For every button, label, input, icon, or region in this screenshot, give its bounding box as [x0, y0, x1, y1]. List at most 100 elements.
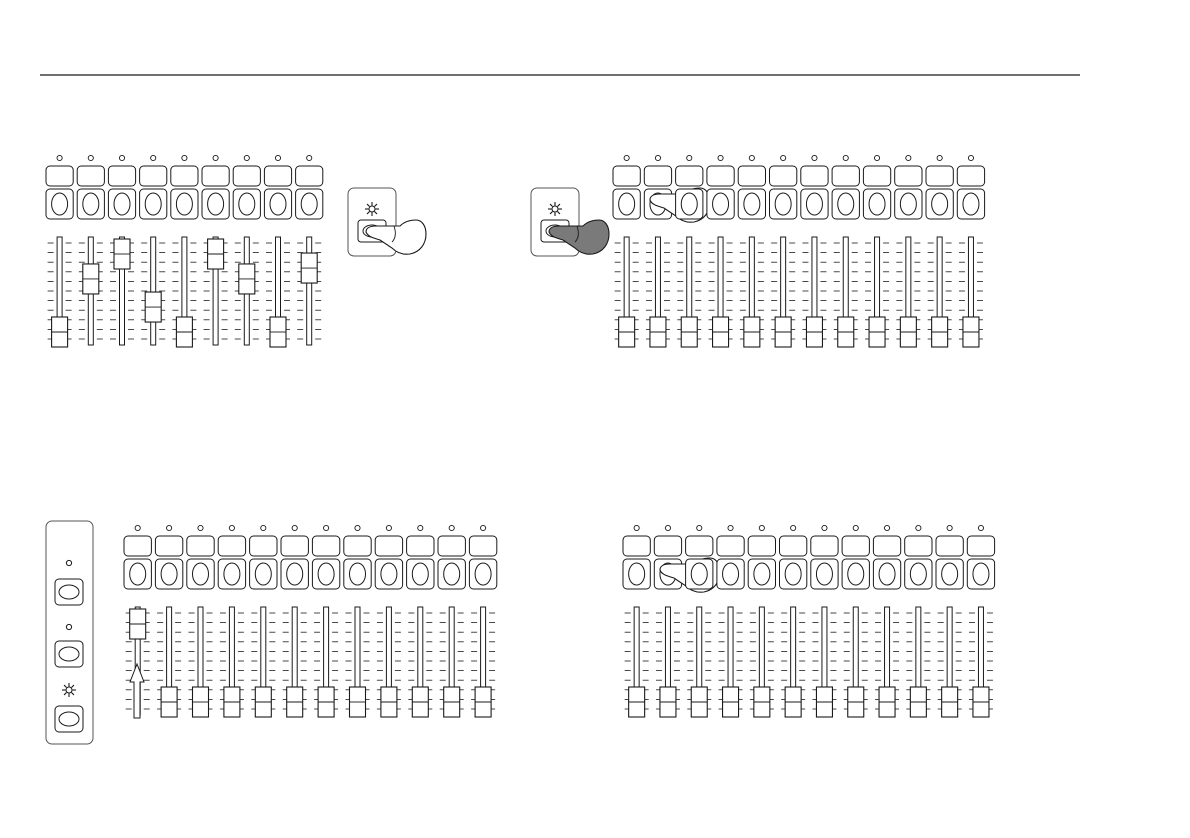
channel-fader[interactable]	[471, 607, 495, 717]
channel-fader[interactable]	[709, 237, 733, 347]
channel-button[interactable]	[375, 559, 402, 589]
channel-button[interactable]	[957, 189, 984, 219]
channel-fader[interactable]	[251, 607, 275, 717]
channel-button[interactable]	[187, 559, 214, 589]
channel-button[interactable]	[155, 559, 182, 589]
channel-label-box	[46, 166, 73, 186]
channel-button[interactable]	[717, 559, 744, 589]
channel-fader[interactable]	[625, 607, 649, 717]
channel-button[interactable]	[281, 559, 308, 589]
channel-fader[interactable]	[677, 237, 701, 347]
channel-strip	[686, 525, 713, 717]
channel-fader[interactable]	[959, 237, 983, 347]
channel-fader[interactable]	[781, 607, 805, 717]
channel-fader[interactable]	[283, 607, 307, 717]
channel-button[interactable]	[770, 189, 797, 219]
channel-fader[interactable]	[172, 237, 196, 347]
channel-fader[interactable]	[812, 607, 836, 717]
channel-button[interactable]	[863, 189, 890, 219]
channel-button[interactable]	[748, 559, 775, 589]
channel-fader[interactable]	[740, 237, 764, 347]
channel-button[interactable]	[967, 559, 994, 589]
channel-button[interactable]	[613, 189, 640, 219]
channel-button[interactable]	[832, 189, 859, 219]
channel-fader[interactable]	[220, 607, 244, 717]
channel-led	[906, 155, 911, 160]
channel-button[interactable]	[218, 559, 245, 589]
channel-fader[interactable]	[48, 237, 72, 347]
channel-button[interactable]	[46, 189, 73, 219]
channel-button[interactable]	[407, 559, 434, 589]
channel-button[interactable]	[895, 189, 922, 219]
channel-fader[interactable]	[189, 607, 213, 717]
channel-button[interactable]	[124, 559, 151, 589]
channel-fader[interactable]	[297, 237, 321, 345]
channel-button[interactable]	[469, 559, 496, 589]
channel-button[interactable]	[738, 189, 765, 219]
channel-fader[interactable]	[771, 237, 795, 347]
channel-button[interactable]	[811, 559, 838, 589]
channel-label-box	[124, 536, 151, 556]
channel-fader[interactable]	[79, 237, 103, 345]
channel-button[interactable]	[936, 559, 963, 589]
channel-fader[interactable]	[906, 607, 930, 717]
channel-fader[interactable]	[938, 607, 962, 717]
channel-fader[interactable]	[834, 237, 858, 347]
channel-fader[interactable]	[346, 607, 370, 717]
channel-button[interactable]	[926, 189, 953, 219]
channel-fader[interactable]	[875, 607, 899, 717]
channel-fader[interactable]	[204, 237, 228, 345]
channel-button[interactable]	[686, 559, 713, 589]
channel-button[interactable]	[842, 559, 869, 589]
channel-button[interactable]	[202, 189, 229, 219]
channel-fader[interactable]	[896, 237, 920, 347]
channel-label-box	[296, 166, 323, 186]
channel-fader[interactable]	[110, 237, 134, 345]
channel-strip	[233, 155, 260, 345]
channel-fader[interactable]	[646, 237, 670, 347]
channel-button[interactable]	[233, 189, 260, 219]
channel-button[interactable]	[873, 559, 900, 589]
channel-fader[interactable]	[750, 607, 774, 717]
channel-button[interactable]	[905, 559, 932, 589]
channel-fader[interactable]	[969, 607, 993, 717]
channel-label-box	[623, 536, 650, 556]
channel-button[interactable]	[250, 559, 277, 589]
channel-button[interactable]	[438, 559, 465, 589]
channel-strip	[296, 155, 323, 345]
channel-button[interactable]	[171, 189, 198, 219]
channel-fader[interactable]	[141, 237, 165, 345]
channel-fader[interactable]	[687, 607, 711, 717]
channel-fader[interactable]	[844, 607, 868, 717]
channel-led	[244, 155, 249, 160]
channel-button[interactable]	[623, 559, 650, 589]
channel-button[interactable]	[296, 189, 323, 219]
channel-strip	[707, 155, 734, 347]
channel-button[interactable]	[140, 189, 167, 219]
channel-fader[interactable]	[719, 607, 743, 717]
channel-fader[interactable]	[615, 237, 639, 347]
channel-fader[interactable]	[266, 237, 290, 347]
channel-fader[interactable]	[408, 607, 432, 717]
channel-fader[interactable]	[440, 607, 464, 717]
channel-fader[interactable]	[314, 607, 338, 717]
channel-button[interactable]	[77, 189, 104, 219]
channel-label-box	[264, 166, 291, 186]
channel-fader[interactable]	[865, 237, 889, 347]
channel-button[interactable]	[707, 189, 734, 219]
channel-button[interactable]	[676, 189, 703, 219]
channel-fader[interactable]	[802, 237, 826, 347]
channel-fader[interactable]	[377, 607, 401, 717]
channel-button[interactable]	[264, 189, 291, 219]
channel-fader[interactable]	[157, 607, 181, 717]
channel-button[interactable]	[801, 189, 828, 219]
channel-led	[634, 525, 639, 530]
channel-fader[interactable]	[928, 237, 952, 347]
channel-fader[interactable]	[235, 237, 259, 345]
channel-button[interactable]	[108, 189, 135, 219]
channel-button[interactable]	[780, 559, 807, 589]
channel-button[interactable]	[344, 559, 371, 589]
channel-button[interactable]	[312, 559, 339, 589]
channel-fader[interactable]	[656, 607, 680, 717]
